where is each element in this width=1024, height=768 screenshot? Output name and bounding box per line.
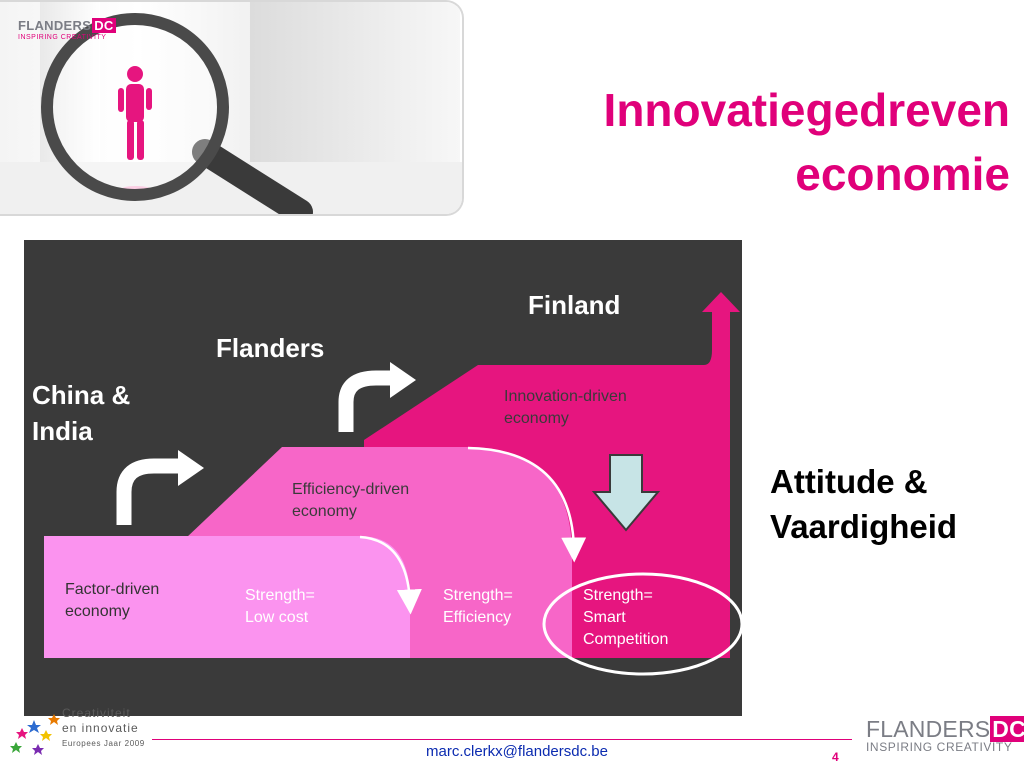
eu-year-logo-text: Creativiteit en innovatie Europees Jaar … (62, 706, 145, 751)
eu-line2: en innovatie (62, 721, 139, 735)
strength-smart-line2: Smart (583, 609, 626, 626)
strength-low-cost-line1: Strength= (245, 587, 315, 604)
country-china-india: China & India (32, 377, 130, 449)
magnifier-image (41, 13, 313, 214)
strength-smart-line3: Competition (583, 631, 669, 648)
strength-low-cost: Strength= Low cost (245, 585, 315, 629)
eu-year-logo-stars (10, 714, 60, 755)
strength-smart-line1: Strength= (583, 587, 653, 604)
efficiency-stage-label: Efficiency-driven economy (292, 479, 409, 523)
header-logo-brand: FLANDERS (18, 18, 92, 33)
footer-logo: FLANDERSDC INSPIRING CREATIVITY (866, 716, 1024, 754)
footer-logo-tagline: INSPIRING CREATIVITY (866, 740, 1013, 754)
country-china-line2: India (32, 416, 93, 446)
flanders-turn-arrow-head (390, 362, 416, 398)
contact-email-link[interactable]: marc.clerkx@flandersdc.be (426, 743, 608, 760)
country-finland: Finland (528, 290, 621, 320)
innovation-stage-label-line2: economy (504, 410, 569, 427)
slide-title: Innovatiegedreven economie (490, 78, 1010, 206)
slide-title-line2: economie (795, 148, 1010, 200)
country-china-line1: China & (32, 380, 131, 410)
attitude-down-arrow (591, 454, 661, 532)
efficiency-stage-label-line1: Efficiency-driven (292, 481, 410, 498)
eu-line1: Creativiteit (62, 706, 131, 720)
factor-stage-label: Factor-driven economy (65, 579, 159, 623)
efficiency-down-arrow (467, 446, 587, 563)
flanders-turn-arrow (338, 370, 394, 432)
person-figure (118, 66, 152, 160)
strength-smart-competition: Strength= Smart Competition (583, 585, 668, 651)
footer-divider (152, 739, 852, 740)
economy-stage-diagram: Flanders Finland China & India Innovatio… (24, 240, 742, 716)
eu-line3: Europees Jaar 2009 (62, 739, 145, 748)
smart-competition-highlight (542, 572, 742, 676)
china-turn-arrow-head (178, 450, 204, 486)
factor-stage-label-line2: economy (65, 603, 130, 620)
attitude-line2: Vaardigheid (770, 508, 958, 545)
footer-logo-brand: FLANDERS (866, 716, 991, 742)
strength-low-cost-line2: Low cost (245, 609, 309, 626)
strength-efficiency-line2: Efficiency (443, 609, 512, 626)
china-turn-arrow (116, 458, 182, 525)
country-flanders: Flanders (216, 333, 325, 363)
slide-title-line1: Innovatiegedreven (603, 84, 1010, 136)
factor-down-arrow (359, 535, 422, 615)
factor-stage-label-line1: Factor-driven (65, 581, 160, 598)
attitude-skill-text: Attitude & Vaardigheid (770, 459, 957, 549)
page-number: 4 (832, 750, 839, 764)
diagram-graphics (44, 292, 742, 676)
strength-efficiency-line1: Strength= (443, 587, 513, 604)
attitude-line1: Attitude & (770, 463, 928, 500)
efficiency-stage-label-line2: economy (292, 503, 357, 520)
innovation-stage-label-line1: Innovation-driven (504, 388, 627, 405)
magnifier-handle (192, 139, 313, 214)
factor-stage-shape (44, 536, 410, 658)
header-logo-suffix: DC (92, 18, 116, 33)
header-logo-tagline: INSPIRING CREATIVITY (18, 34, 107, 41)
innovation-stage-label: Innovation-driven economy (504, 386, 627, 430)
footer-logo-suffix: DC (990, 716, 1024, 742)
strength-efficiency: Strength= Efficiency (443, 585, 513, 629)
